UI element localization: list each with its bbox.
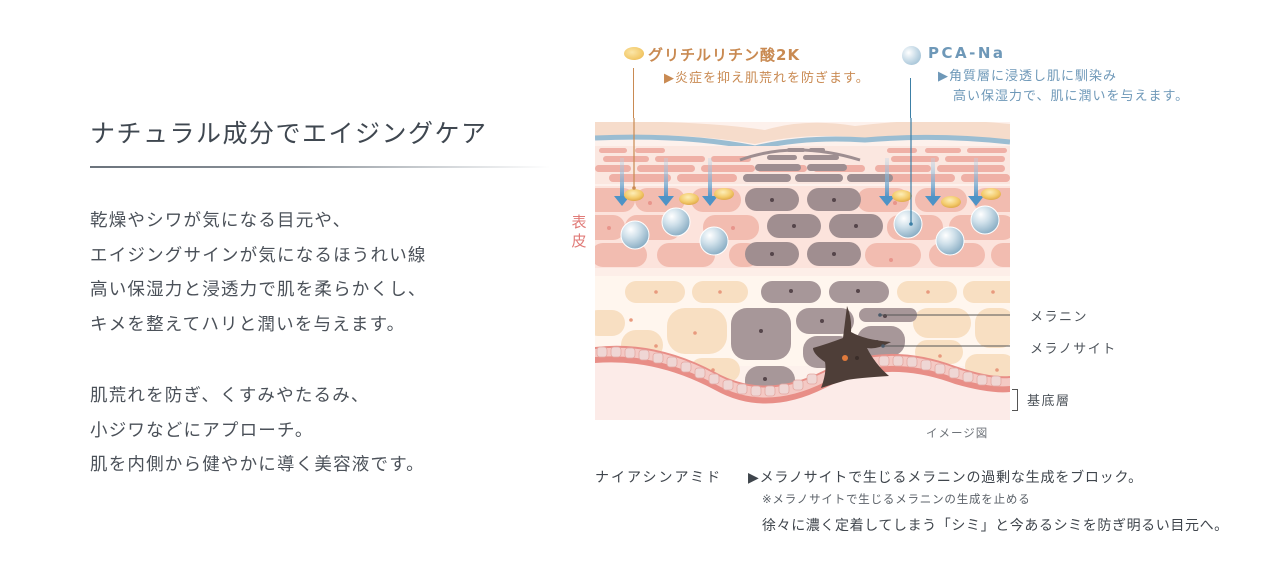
ingredient-desc-pca-na: ▶角質層に浸透し肌に馴染み 高い保湿力で、肌に潤いを与えます。 — [938, 67, 1189, 107]
callout-melanin: メラニン — [1030, 310, 1089, 325]
image-caption: イメージ図 — [926, 426, 989, 440]
basal-layer-bracket — [1012, 389, 1018, 411]
skin-cross-section-diagram — [595, 118, 1010, 420]
yellow-capsule-icon — [624, 47, 644, 60]
benefit-paragraph: 肌荒れを防ぎ、くすみやたるみ、 小ジワなどにアプローチ。 肌を内側から健やかに導… — [90, 379, 425, 483]
callout-melanocyte: メラノサイト — [1030, 342, 1117, 357]
paragraph-text: で肌を柔らかくし、 — [258, 280, 427, 300]
paragraph-line: 肌を内側から健やかに導く美容液です。 — [90, 455, 425, 475]
heading-divider — [90, 166, 550, 168]
callout-basal-layer: 基底層 — [1027, 394, 1071, 409]
ingredient-name-pca-na: PCA-Na — [928, 44, 1006, 62]
paragraph-line: 小ジワなどにアプローチ。 — [90, 420, 314, 441]
intro-paragraph: 乾燥やシワが気になる目元や、 エイジングサインが気になるほうれい線 高い保湿力と… — [90, 204, 427, 342]
paragraph-line: 高い保湿力と浸透力で肌を柔らかくし、 — [90, 273, 427, 308]
pca-na-leader-line — [910, 78, 912, 118]
blue-sphere-icon — [902, 46, 921, 65]
niacinamide-subtext: 徐々に濃く定着してしまう「シミ」と今あるシミを防ぎ明るい目元へ。 — [762, 518, 1229, 534]
glycyrrhizinate-leader-line — [633, 68, 635, 118]
niacinamide-note: ※メラノサイトで生じるメラニンの生成を止める — [762, 492, 1031, 506]
paragraph-line: 肌荒れを防ぎ、くすみやたるみ、 — [90, 386, 370, 406]
highlighted-text: 高い保湿力と浸透力 — [90, 280, 259, 300]
niacinamide-name: ナイアシンアミド — [595, 470, 723, 486]
ingredient-name-glycyrrhizinate: グリチルリチン酸2K — [648, 46, 801, 64]
desc-line: ▶角質層に浸透し肌に馴染み — [938, 69, 1117, 84]
ingredient-desc-glycyrrhizinate: ▶炎症を抑え肌荒れを防ぎます。 — [664, 71, 870, 86]
niacinamide-description: ▶メラノサイトで生じるメラニンの過剰な生成をブロック。 — [748, 470, 1143, 486]
paragraph-line: 乾燥やシワが気になる目元や、 — [90, 211, 352, 231]
epidermis-label: 表皮 — [571, 213, 587, 250]
paragraph-line: キメを整えてハリと潤いを与えます。 — [90, 314, 406, 335]
section-heading: ナチュラル成分でエイジングケア — [90, 119, 488, 148]
desc-line: 高い保湿力で、肌に潤いを与えます。 — [953, 89, 1190, 104]
paragraph-line: エイジングサインが気になるほうれい線 — [90, 245, 427, 266]
